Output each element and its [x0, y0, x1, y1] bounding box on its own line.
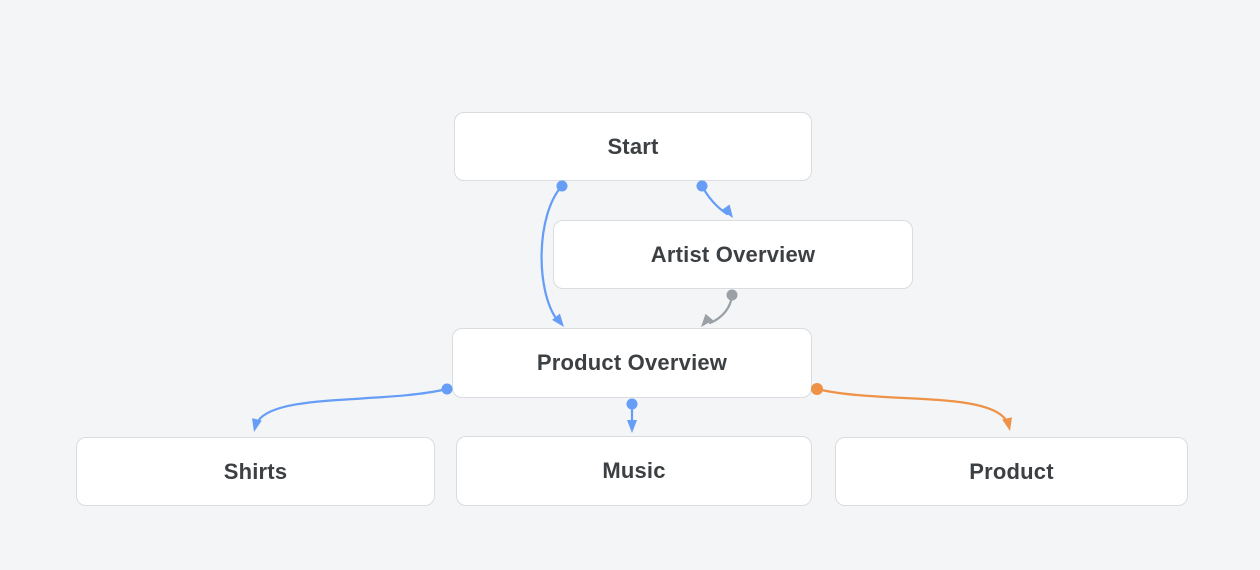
node-label-product-overview: Product Overview	[536, 350, 728, 375]
node-label-shirts: Shirts	[223, 458, 288, 484]
node-label-product: Product	[969, 458, 1054, 484]
port-artist-overview-bottom[interactable]	[726, 289, 738, 301]
arrowhead-product-overview-to-shirts	[252, 418, 262, 432]
edge-product-overview-to-shirts	[256, 387, 449, 423]
node-artist-overview[interactable]: Artist Overview	[553, 220, 913, 289]
edge-product-overview-to-product	[815, 387, 1008, 422]
edge-artist-overview-to-product-overview	[708, 293, 734, 325]
node-shirts[interactable]: Shirts	[76, 437, 435, 506]
node-product[interactable]: Product	[835, 437, 1188, 506]
arrowhead-product-overview-to-product	[1002, 417, 1012, 431]
port-product-overview-left[interactable]	[441, 383, 453, 395]
node-label-music: Music	[602, 458, 666, 483]
port-start-bottom-left[interactable]	[556, 180, 568, 192]
arrowhead-product-overview-to-music	[627, 420, 637, 433]
node-label-artist-overview: Artist Overview	[650, 241, 816, 267]
node-music[interactable]: Music	[456, 436, 812, 506]
edge-start-to-artist-overview	[700, 184, 729, 216]
port-product-overview-bottom[interactable]	[626, 398, 638, 410]
node-product-overview[interactable]: Product Overview	[452, 328, 812, 398]
port-product-overview-right[interactable]	[811, 383, 823, 395]
node-start[interactable]: Start	[454, 112, 812, 181]
port-start-bottom-right[interactable]	[696, 180, 708, 192]
node-label-start: Start	[607, 133, 659, 159]
arrowhead-start-to-artist-overview	[721, 204, 733, 218]
